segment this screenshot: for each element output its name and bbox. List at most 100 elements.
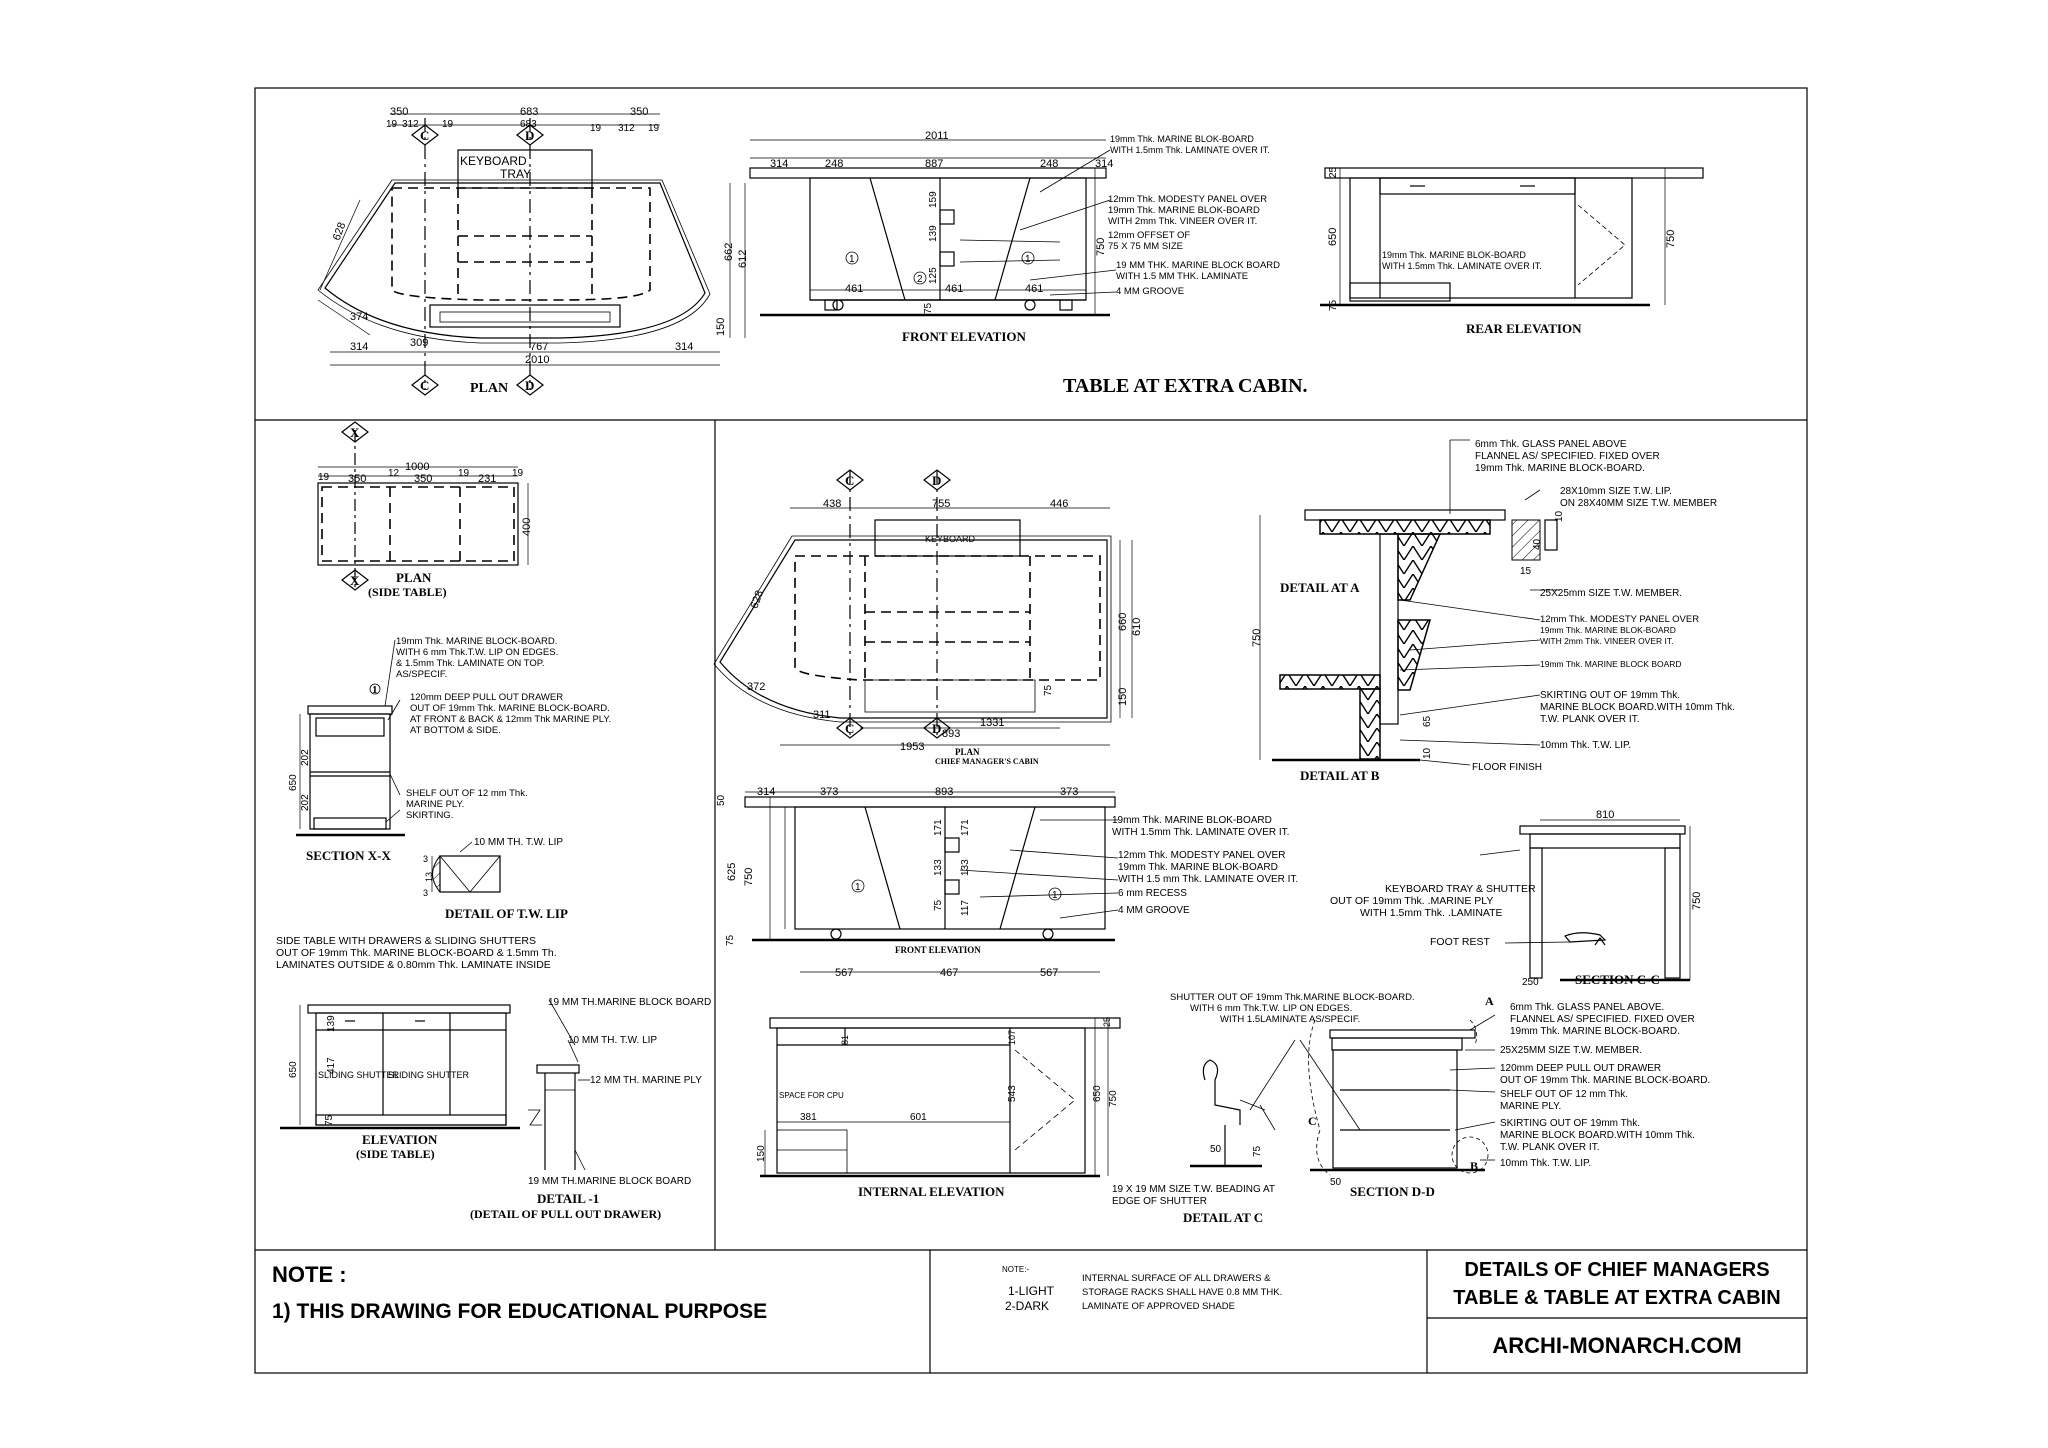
- drawing-text: B: [1470, 1159, 1478, 1173]
- legend-2: 2-DARK: [1005, 1299, 1049, 1313]
- drawing-text: X: [350, 425, 360, 440]
- drawing-text: 150: [1117, 688, 1129, 706]
- dim: 350: [390, 106, 408, 118]
- drawing-text: 25X25MM SIZE T.W. MEMBER.: [1500, 1045, 1642, 1056]
- drawing-text: 12 MM TH. MARINE PLY: [590, 1075, 702, 1086]
- dim: 750: [1095, 238, 1107, 256]
- drawing-text: OUT OF 19mm Thk. MARINE BLOCK-BOARD.: [1500, 1075, 1710, 1086]
- drawing-text: 650: [288, 1061, 299, 1078]
- drawing-text: 660: [1117, 613, 1129, 631]
- dim: 12: [388, 468, 400, 479]
- dim: 75: [923, 302, 934, 314]
- plan-label: PLAN: [470, 381, 508, 396]
- drawing-text: 19mm Thk. MARINE BLOK-BOARD: [1118, 862, 1278, 873]
- drawing-text: 19 MM TH.MARINE BLOCK BOARD: [528, 1176, 691, 1187]
- drawing-text: SIDE TABLE WITH DRAWERS & SLIDING SHUTTE…: [276, 935, 536, 947]
- site-name: ARCHI-MONARCH.COM: [1492, 1333, 1741, 1358]
- drawing-text: MARINE PLY.: [1500, 1101, 1561, 1112]
- drawing-text: SPACE FOR CPU: [779, 1091, 844, 1100]
- drawing-text: STORAGE RACKS SHALL HAVE 0.8 MM THK.: [1082, 1287, 1282, 1298]
- drawing-text: 750: [1251, 629, 1263, 647]
- drawing-text: 750: [743, 868, 755, 886]
- drawing-text: D: [525, 378, 534, 393]
- drawing-text: OUT OF 19mm Thk. MARINE BLOCK-BOARD & 1.…: [276, 947, 557, 959]
- drawing-text: 10 MM TH. T.W. LIP: [474, 837, 563, 848]
- detail-a-label: DETAIL AT A: [1280, 580, 1360, 595]
- drawing-text: MARINE BLOCK BOARD.WITH 10mm Thk.: [1500, 1130, 1695, 1141]
- note: 19 MM THK. MARINE BLOCK BOARD: [1116, 260, 1280, 271]
- note: 12mm Thk. MODESTY PANEL OVER: [1108, 194, 1267, 205]
- drawing-text: D: [525, 128, 534, 143]
- section-cc-label: SECTION C-C: [1575, 972, 1660, 987]
- dim: 887: [925, 158, 943, 170]
- detail1-sub: (DETAIL OF PULL OUT DRAWER): [470, 1207, 661, 1221]
- dim: 19: [318, 472, 330, 483]
- dim: 374: [350, 311, 368, 323]
- detail1-label: DETAIL -1: [537, 1191, 599, 1206]
- drawing-text: AT FRONT & BACK & 12mm Thk MARINE PLY.: [410, 714, 611, 725]
- dim: 461: [1025, 283, 1043, 295]
- drawing-text: SKIRTING OUT OF 19mm Thk.: [1540, 690, 1680, 701]
- drawing-text: 438: [823, 498, 841, 510]
- keyboard-tray-label: KEYBOARD: [460, 154, 527, 168]
- dim: 314: [675, 341, 693, 353]
- plan-label: PLAN: [396, 570, 432, 585]
- drawing-text: 12mm Thk. MODESTY PANEL OVER: [1540, 614, 1699, 625]
- section-marker-c-top: C: [411, 124, 439, 146]
- drawing-text: C: [845, 473, 854, 488]
- sheet-title-1: DETAILS OF CHIEF MANAGERS: [1464, 1259, 1769, 1281]
- drawing-text: 117: [960, 900, 971, 916]
- drawing-text: 567: [1040, 967, 1058, 979]
- tw-lip-detail: 3 13 3 10 MM TH. T.W. LIP DETAIL OF T.W.…: [423, 837, 568, 921]
- plan-sub: (SIDE TABLE): [368, 585, 447, 599]
- dim: 248: [825, 158, 843, 170]
- dim: 139: [928, 225, 939, 242]
- drawing-text: 75: [1043, 684, 1054, 696]
- drawing-text: MARINE BLOCK BOARD.WITH 10mm Thk.: [1540, 702, 1735, 713]
- drawing-text: 6mm Thk. GLASS PANEL ABOVE: [1475, 439, 1627, 450]
- drawing-text: 171: [960, 819, 971, 836]
- lip-label: DETAIL OF T.W. LIP: [445, 906, 568, 921]
- finish-number: 1: [849, 254, 855, 265]
- drawing-text: 65: [1422, 715, 1433, 727]
- internal-elevation: SPACE FOR CPU 381 601 81 107 543 650 750…: [756, 1017, 1121, 1199]
- drawing-text: 107: [1007, 1030, 1017, 1045]
- drawing-text: 10 MM TH. T.W. LIP: [568, 1035, 657, 1046]
- sheet-frame: [254, 87, 1808, 1374]
- drawing-text: 19mm Thk. MARINE BLOCK-BOARD.: [396, 636, 557, 647]
- note: 19mm Thk. MARINE BLOK-BOARD: [1110, 134, 1254, 144]
- finish-number: 1: [1025, 254, 1031, 265]
- drawing-text: 75: [324, 1114, 335, 1126]
- drawing-text: WITH 1.5 mm Thk. LAMINATE OVER IT.: [1118, 874, 1298, 885]
- section-marker-d: D: [923, 469, 951, 491]
- drawing-text: 250: [1522, 977, 1539, 988]
- section-marker-c2: C: [836, 717, 864, 739]
- drawing-text: OUT OF 19mm Thk. .MARINE PLY: [1330, 895, 1493, 907]
- drawing-text: 467: [940, 967, 958, 979]
- drawing-text: 19mm Thk. MARINE BLOCK-BOARD.: [1510, 1026, 1680, 1037]
- drawing-text: 12mm Thk. MODESTY PANEL OVER: [1118, 850, 1285, 861]
- drawing-text: CHIEF MANAGER'S CABIN: [935, 757, 1039, 766]
- drawing-text: 311: [813, 709, 831, 721]
- drawing-text: D: [932, 721, 941, 736]
- drawing-text: 50: [1330, 1177, 1342, 1188]
- drawing-text: C: [420, 378, 429, 393]
- drawing-text: 417: [326, 1057, 337, 1074]
- dim: 2010: [525, 354, 549, 366]
- dim: 312: [402, 119, 419, 130]
- drawing-text: 150: [756, 1145, 767, 1162]
- drawing-text: 171: [933, 819, 944, 836]
- dim: 150: [715, 318, 727, 336]
- drawing-text: C: [845, 721, 854, 736]
- dim: 159: [928, 191, 939, 208]
- dim: 767: [530, 341, 548, 353]
- drawing-text: 25X25mm SIZE T.W. MEMBER.: [1540, 588, 1682, 599]
- detail-at-c: 50 75 SHUTTER OUT OF 19mm Thk.MARINE BLO…: [1112, 992, 1415, 1225]
- sheet-title-2: TABLE & TABLE AT EXTRA CABIN: [1453, 1287, 1780, 1309]
- drawing-text: X: [350, 573, 360, 588]
- drawing-text: 120mm DEEP PULL OUT DRAWER: [410, 692, 563, 703]
- drawing-text: 810: [1596, 809, 1614, 821]
- drawing-text: FLANNEL AS/ SPECIFIED. FIXED OVER: [1510, 1014, 1695, 1025]
- drawing-text: FLANNEL AS/ SPECIFIED. FIXED OVER: [1475, 451, 1660, 462]
- section-marker-d-top: D: [516, 124, 544, 146]
